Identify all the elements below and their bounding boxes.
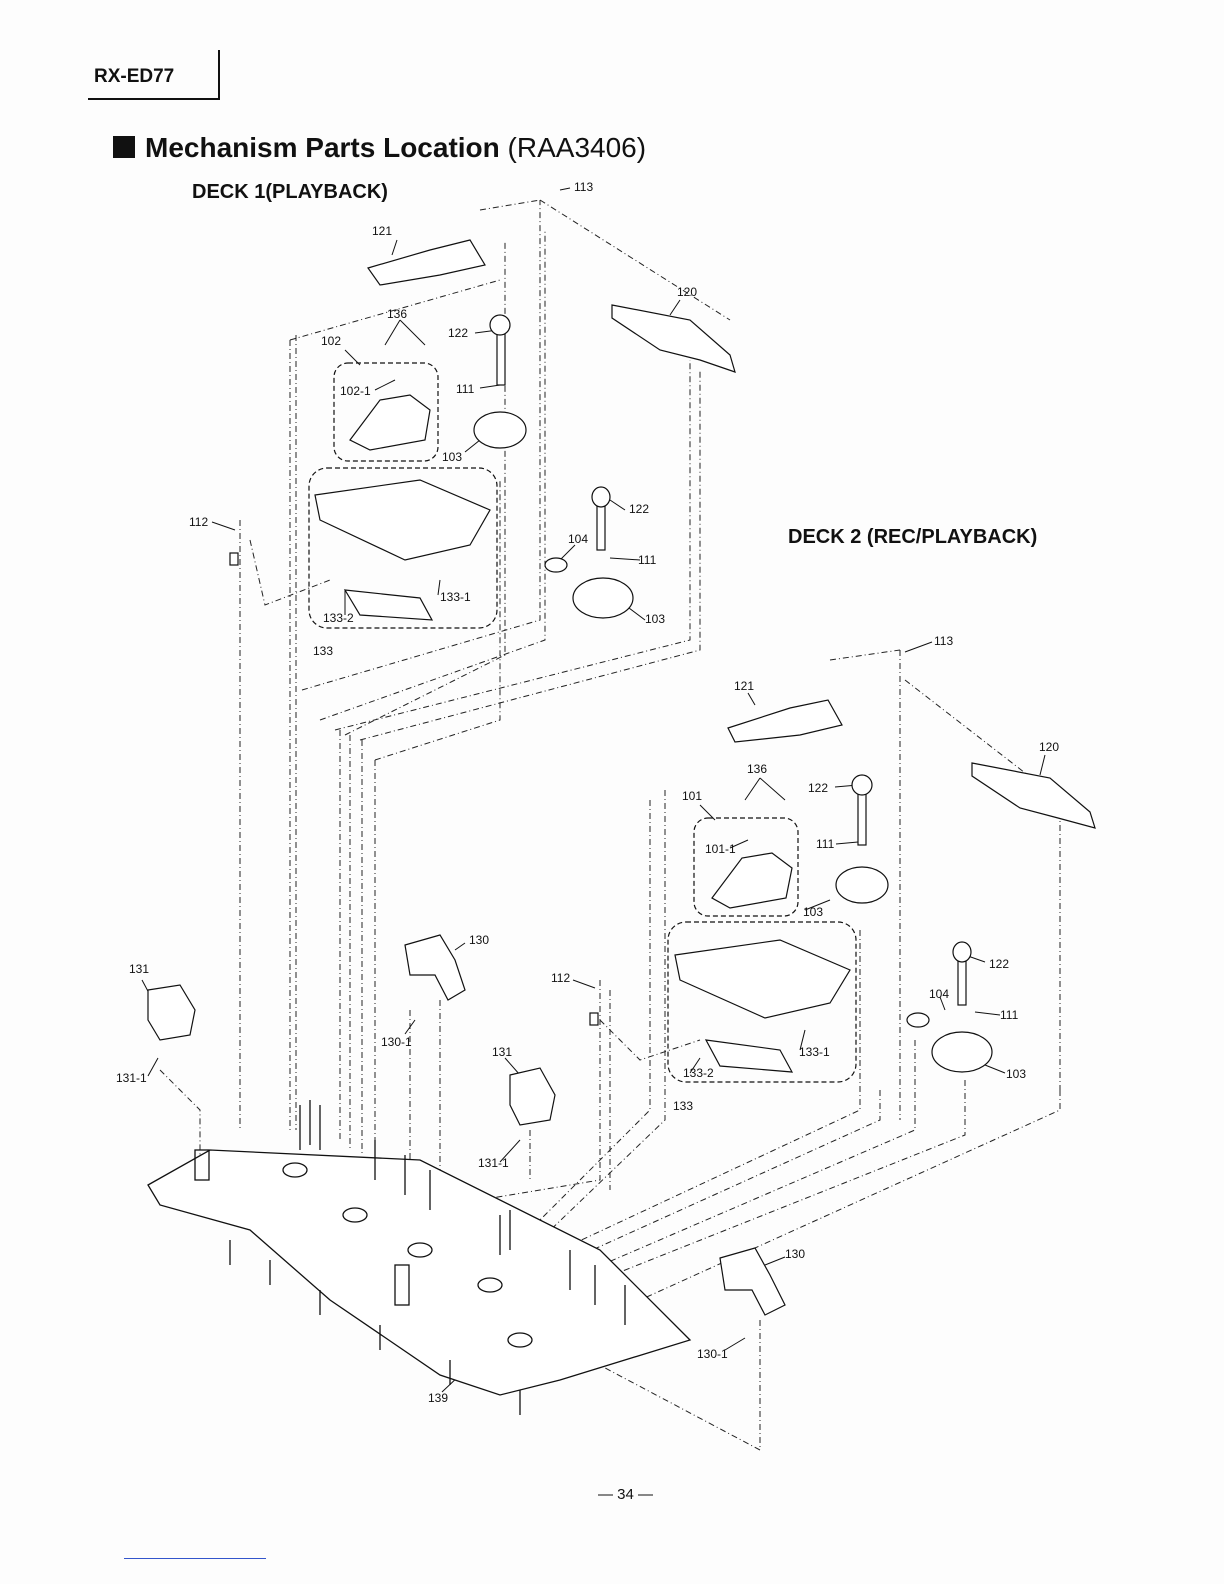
callout-d2-103a: 103 [803, 906, 823, 918]
callout-d1-111b: 111 [638, 554, 656, 566]
callout-d1-103b: 103 [645, 613, 665, 625]
callout-130-1-lower: 130-1 [697, 1348, 728, 1360]
d2-gear-104 [907, 1013, 929, 1027]
callout-d2-122b: 122 [989, 958, 1009, 970]
callout-d1-111a: 111 [456, 383, 474, 395]
d1-cap-122b [592, 487, 610, 507]
d2-part-101-1 [712, 853, 792, 908]
callout-d1-120: 120 [677, 286, 697, 298]
callout-139: 139 [428, 1392, 448, 1404]
callout-d2-121: 121 [734, 680, 754, 692]
d1-flywheel-103a [474, 412, 526, 448]
part-131-left [148, 985, 195, 1040]
deck1-parts [230, 240, 735, 628]
d2-flywheel-103a [836, 867, 888, 903]
callout-d2-101-1: 101-1 [705, 843, 736, 855]
callout-112-lower: 112 [551, 972, 570, 984]
callout-d2-133-2: 133-2 [683, 1067, 714, 1079]
callout-d2-120: 120 [1039, 741, 1059, 753]
callout-d2-111a: 111 [816, 838, 834, 850]
callout-d2-136: 136 [747, 763, 767, 775]
callout-131-1-left: 131-1 [116, 1072, 147, 1084]
callout-131-middle: 131 [492, 1046, 512, 1058]
callout-d1-104: 104 [568, 533, 588, 545]
callout-131-left: 131 [129, 963, 149, 975]
part-130-lower [720, 1248, 785, 1315]
callout-d2-104: 104 [929, 988, 949, 1000]
callout-d2-103b: 103 [1006, 1068, 1026, 1080]
callout-d1-133: 133 [313, 645, 333, 657]
callout-131-1-middle: 131-1 [478, 1157, 509, 1169]
part-130-upper [405, 935, 465, 1000]
main-chassis-139 [148, 1100, 690, 1415]
callout-d2-133: 133 [673, 1100, 693, 1112]
d1-part-121 [368, 240, 485, 285]
d2-chassis-plate [675, 940, 850, 1018]
footer-rule [124, 1558, 266, 1559]
d1-spring-112 [230, 553, 238, 565]
d2-flywheel-103b [932, 1032, 992, 1072]
d1-part-102-1 [350, 395, 430, 450]
callout-d1-133-1: 133-1 [440, 591, 471, 603]
callout-d1-103a: 103 [442, 451, 462, 463]
callout-d2-122a: 122 [808, 782, 828, 794]
callout-d1-122a: 122 [448, 327, 468, 339]
callout-130-lower: 130 [785, 1248, 805, 1260]
d2-cap-122b [953, 942, 971, 962]
callout-d1-136: 136 [387, 308, 407, 320]
callout-d1-102-1: 102-1 [340, 385, 371, 397]
callout-d1-102: 102 [321, 335, 341, 347]
callout-d1-121: 121 [372, 225, 392, 237]
callout-d2-133-1: 133-1 [799, 1046, 830, 1058]
d1-chassis-plate [315, 480, 490, 560]
callout-130-1-upper: 130-1 [381, 1036, 412, 1048]
page-number: — 34 — [598, 1486, 653, 1503]
part-112-lower [590, 1013, 598, 1025]
d1-part-120 [612, 305, 735, 372]
d1-cap-122 [490, 315, 510, 335]
d2-cap-122 [852, 775, 872, 795]
callout-d2-113: 113 [934, 635, 953, 647]
d1-part-133-2 [345, 590, 432, 620]
callout-d1-112: 112 [189, 516, 208, 528]
callout-d2-101: 101 [682, 790, 702, 802]
d2-part-121 [728, 700, 842, 742]
callout-130-upper: 130 [469, 934, 489, 946]
d1-flywheel-103b [573, 578, 633, 618]
d1-gear-104 [545, 558, 567, 572]
callout-d1-122b: 122 [629, 503, 649, 515]
d2-part-120 [972, 763, 1095, 828]
callout-d2-111b: 111 [1000, 1009, 1018, 1021]
callout-d1-113: 113 [574, 181, 593, 193]
callout-d1-133-2: 133-2 [323, 612, 354, 624]
deck2-parts [590, 700, 1095, 1082]
d2-part-133-2 [706, 1040, 792, 1072]
part-131-middle [510, 1068, 555, 1125]
